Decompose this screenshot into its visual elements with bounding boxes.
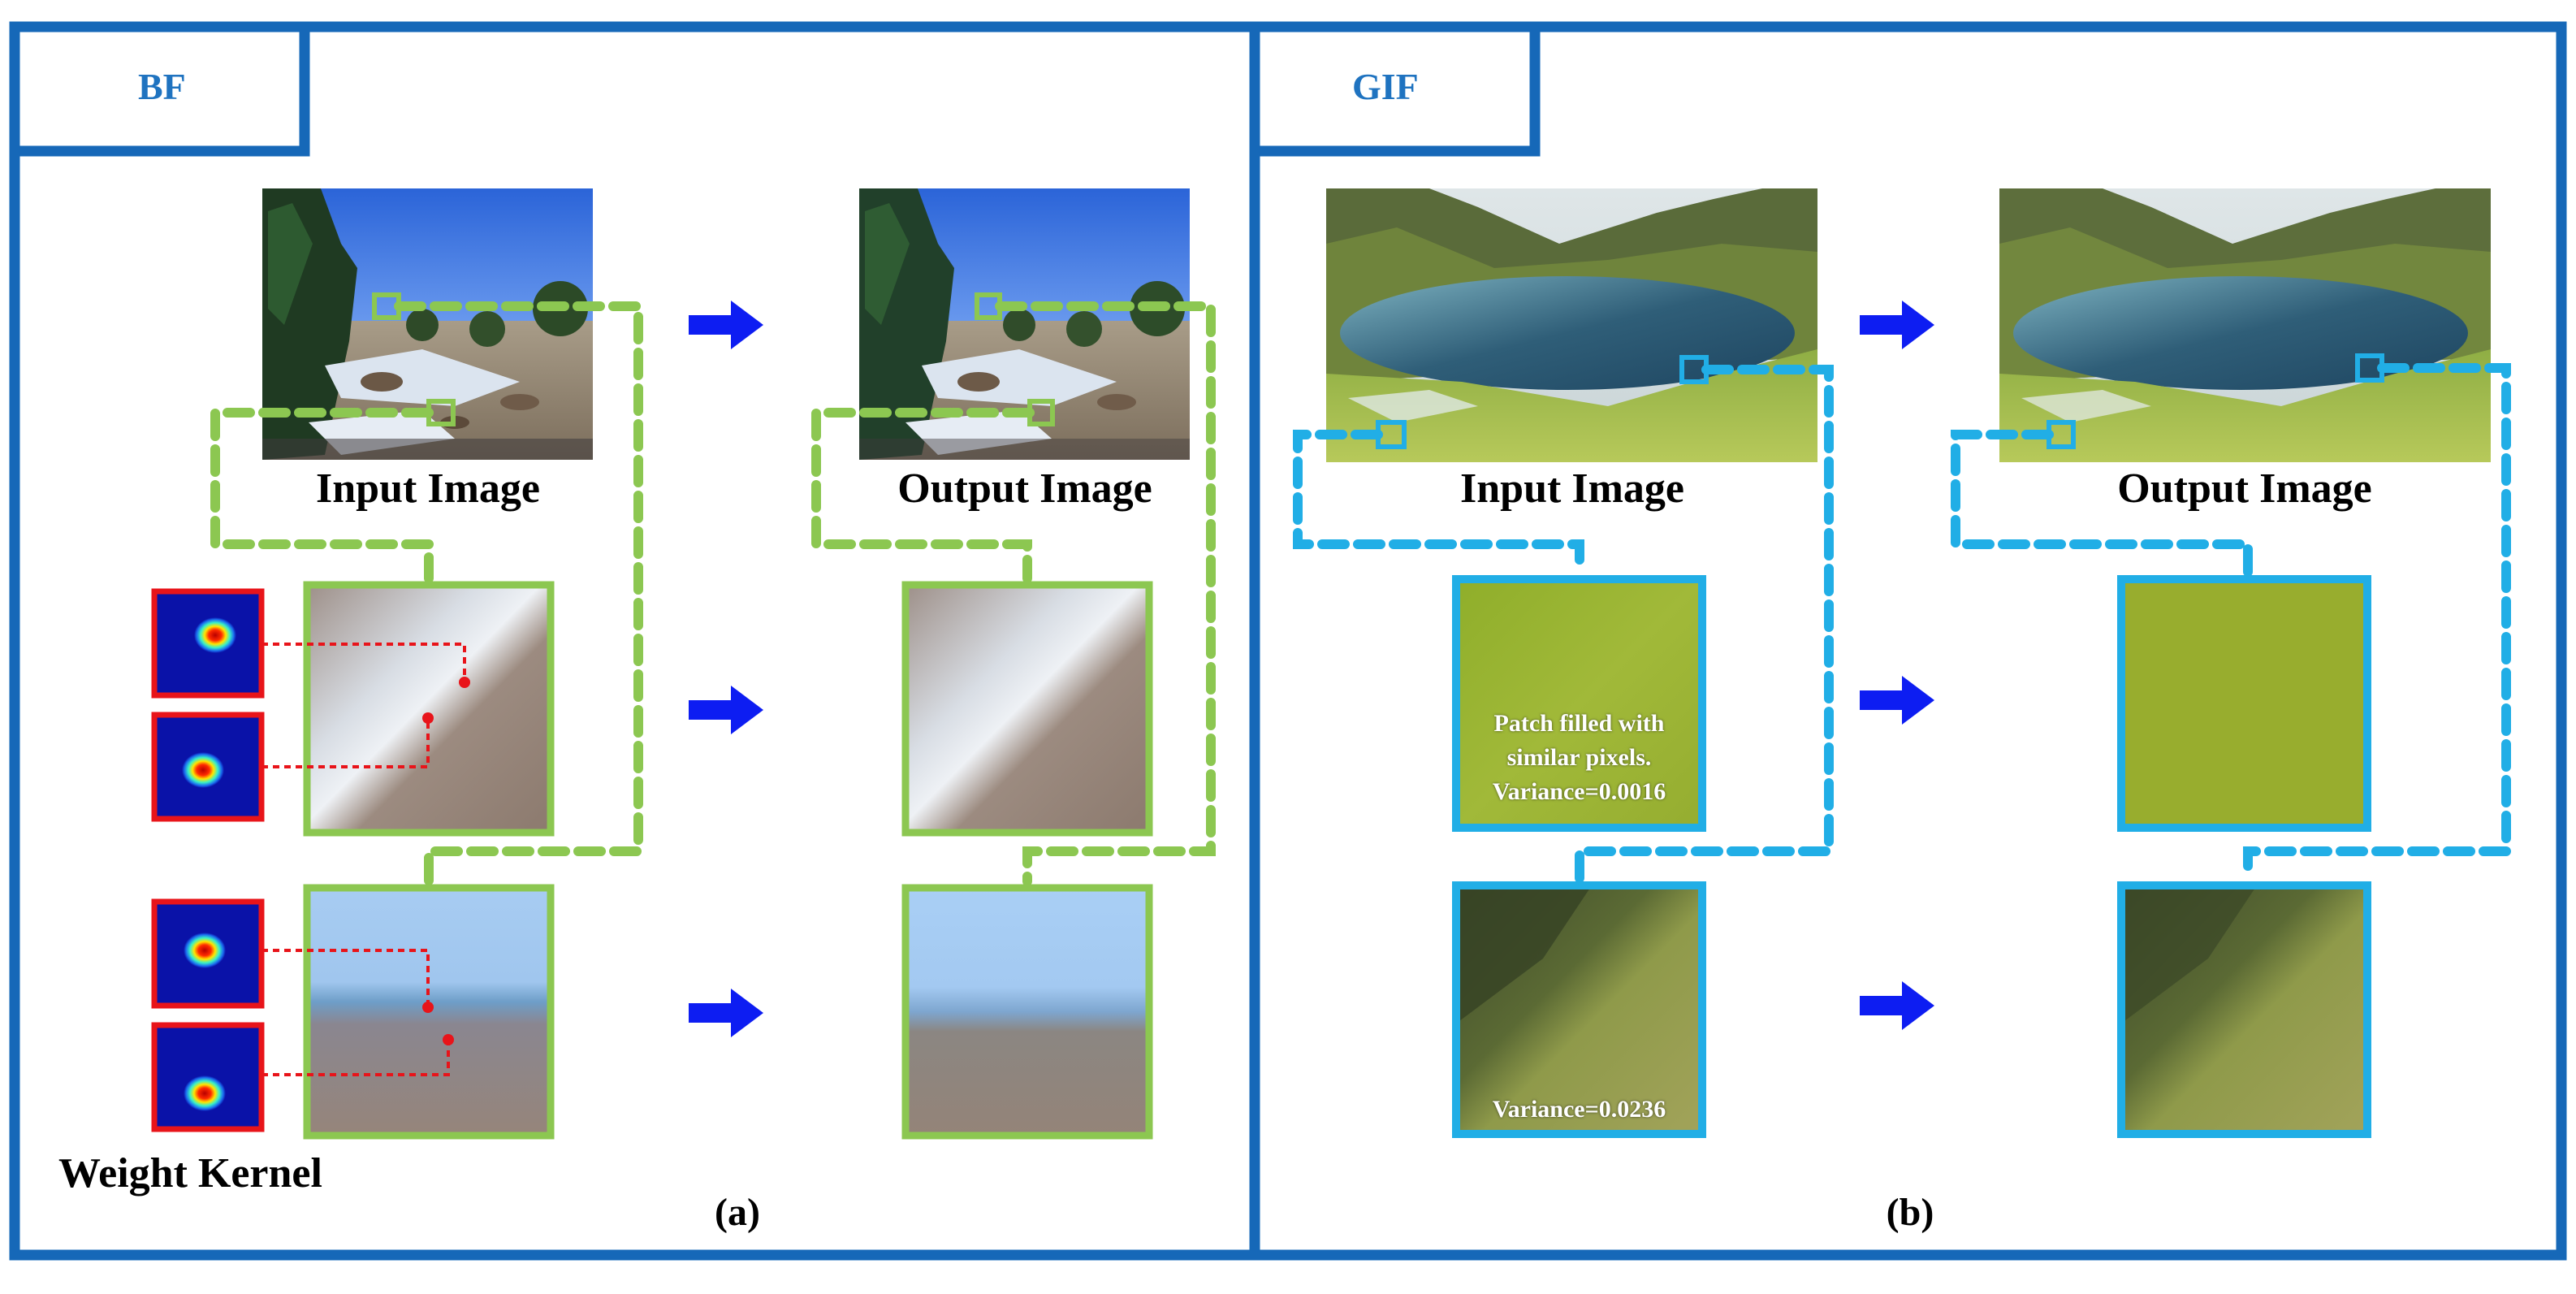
gif-output-patch-2	[2117, 881, 2371, 1138]
bf-output-patch-2	[901, 884, 1153, 1140]
patch-1-text-line-1: Patch filled with	[1493, 710, 1665, 737]
bf-input-patch-1	[303, 581, 555, 837]
gif-input-patch-2	[1452, 881, 1706, 1138]
gif-output-image	[1999, 188, 2491, 462]
bf-output-caption: Output Image	[897, 465, 1152, 512]
patch-1-variance: Variance=0.0016	[1492, 778, 1666, 805]
arrow-right-icon	[1860, 676, 1934, 725]
arrow-right-icon	[689, 686, 763, 734]
bf-tab-label: BF	[138, 66, 186, 107]
gif-tab-label: GIF	[1352, 66, 1419, 107]
bf-input-caption: Input Image	[316, 465, 540, 512]
kernel-leader-dots	[422, 677, 470, 1045]
gif-patch-2-variance: Variance=0.0236	[1492, 1096, 1666, 1123]
gif-input-image	[1326, 188, 1817, 462]
kernel-leader-lines	[261, 643, 466, 1076]
gif-subfigure-label: (b)	[1886, 1191, 1934, 1234]
weight-kernel-caption: Weight Kernel	[58, 1150, 322, 1197]
weight-kernel-1	[151, 588, 265, 699]
bf-output-image	[859, 188, 1190, 460]
arrow-right-icon	[1860, 981, 1934, 1030]
arrow-right-icon	[1860, 301, 1934, 349]
bf-subfigure-label: (a)	[715, 1191, 760, 1234]
weight-kernel-3	[151, 898, 265, 1009]
gif-input-patch-1	[1452, 575, 1706, 832]
gif-output-caption: Output Image	[2117, 465, 2372, 512]
weight-kernel-4	[151, 1022, 265, 1132]
gif-patch-1-annotation: Patch filled with similar pixels. Varian…	[1460, 707, 1698, 809]
weight-kernel-2	[151, 712, 265, 822]
arrow-right-icon	[689, 989, 763, 1037]
gif-input-caption: Input Image	[1460, 465, 1684, 512]
gif-leader-lines	[1293, 363, 2511, 884]
bf-output-patch-1	[901, 581, 1153, 837]
bf-leader-lines	[210, 301, 1216, 886]
gif-panel-frame	[1249, 21, 2567, 1261]
gif-output-patch-1	[2117, 575, 2371, 832]
arrow-right-icon	[689, 301, 763, 349]
patch-1-text-line-2: similar pixels.	[1506, 744, 1652, 771]
